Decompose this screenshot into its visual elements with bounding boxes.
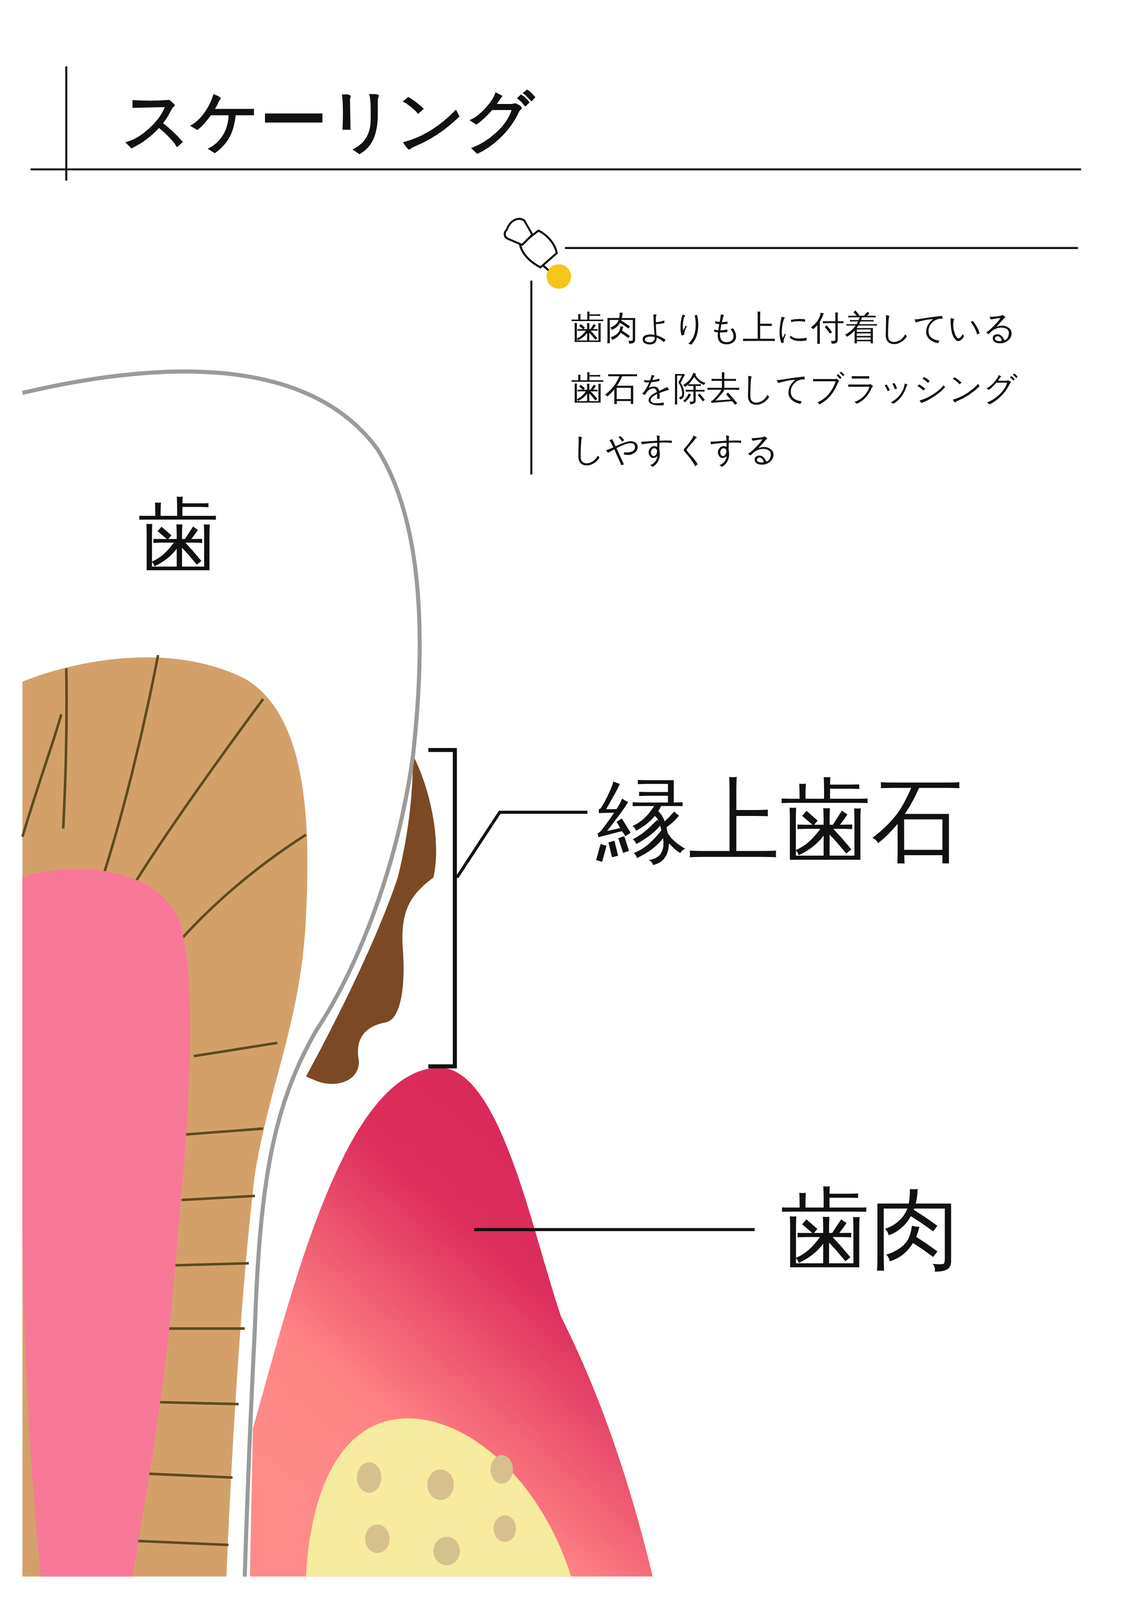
pin-dot	[546, 264, 572, 289]
note-text: 歯肉よりも上に付着している 歯石を除去してブラッシング しやすくする	[570, 297, 1035, 480]
pin-icon	[504, 218, 557, 278]
part-label: 歯	[137, 490, 220, 581]
bone-dots	[357, 1454, 517, 1566]
header-rule	[65, 66, 68, 181]
gum-left	[22, 868, 191, 1577]
leader-line	[456, 812, 588, 878]
page-title: スケーリング	[122, 83, 535, 158]
part-label: 歯肉	[780, 1179, 960, 1278]
header-rule	[30, 168, 1081, 171]
bone	[306, 1418, 571, 1577]
note-rule	[565, 246, 1079, 249]
leader-line	[474, 1228, 755, 1232]
gum	[249, 1067, 653, 1577]
part-label: 縁上歯石	[596, 770, 964, 872]
bracket	[428, 749, 455, 1067]
note-rule	[530, 280, 533, 475]
